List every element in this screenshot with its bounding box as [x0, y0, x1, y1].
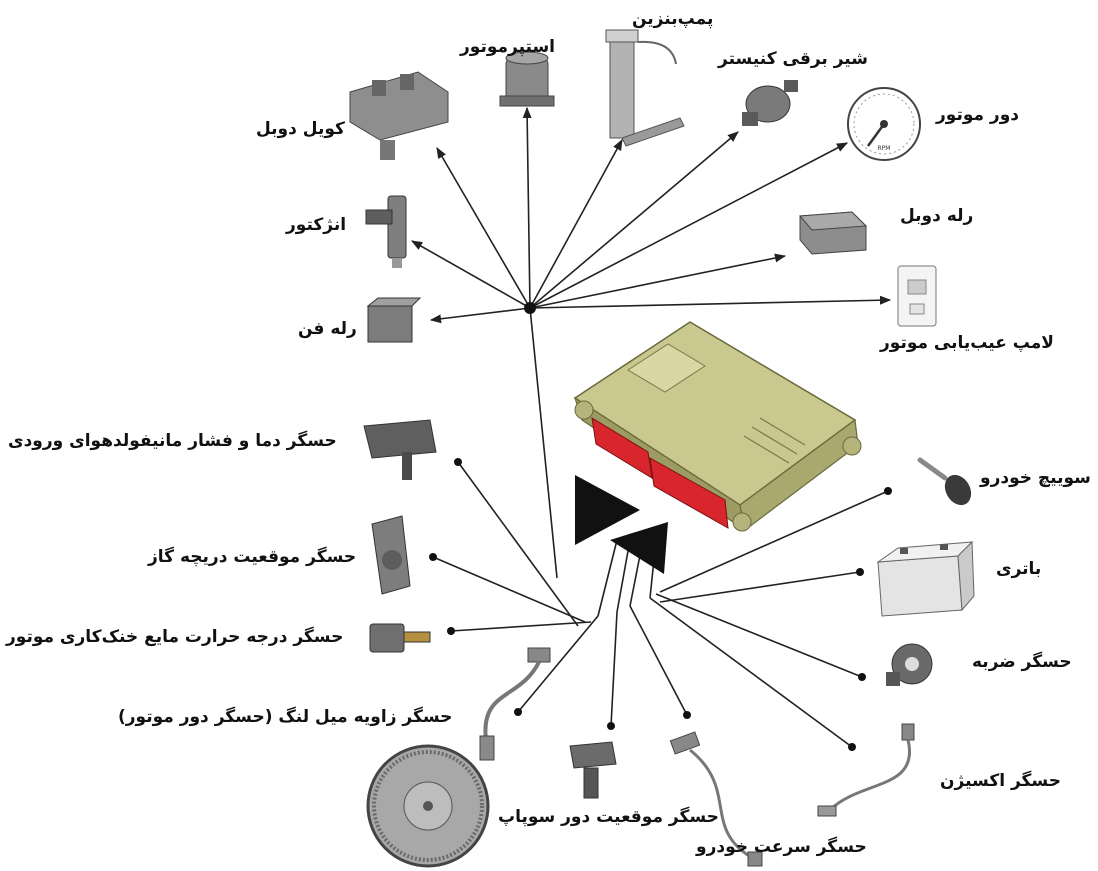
label-stepper-motor: استپرموتور: [460, 37, 556, 57]
ecu-connector-1: [591, 417, 653, 479]
output-wires: [411, 106, 892, 579]
label-engine-rpm: دور موتور: [936, 105, 1020, 125]
label-cam-sensor: حسگر موقعیت دور سوپاپ: [498, 807, 719, 827]
label-map-sensor: حسگر دما و فشار مانیفولدهوای ورودی: [8, 431, 337, 451]
fuel-pump-icon: [605, 29, 685, 147]
wire-throttle-sensor: [432, 556, 586, 623]
crank-sensor-icon: [479, 647, 551, 761]
input-flow-triangle: [610, 522, 668, 574]
label-diag-lamp: لامپ عیب‌یابی موتور: [880, 333, 1054, 353]
wire-ignition-switch: [659, 490, 889, 593]
label-speed-sensor: حسگر سرعت خودرو: [696, 837, 867, 857]
battery-icon: [876, 540, 975, 617]
label-canister-valve: شیر برقی کنیستر: [718, 49, 868, 69]
output-flow-triangle: [575, 475, 640, 545]
input-wires: [432, 461, 889, 748]
wire-speed-sensor: [629, 605, 688, 716]
label-battery: باتری: [996, 559, 1042, 579]
wire-coil-double: [436, 147, 531, 309]
wire-coolant-sensor: [450, 621, 592, 632]
wire-crank-sensor: [517, 615, 599, 713]
output-hub: [524, 302, 536, 314]
oxygen-sensor-icon: [817, 723, 915, 817]
wire-ecu-bus-2: [616, 539, 631, 613]
wire-map-sensor: [457, 461, 579, 627]
throttle-sensor-icon: [371, 515, 411, 595]
label-coolant-sensor: حسگر درجه حرارت مایع خنک‌کاری موتور: [6, 627, 344, 647]
label-coil-double: کویل دوبل: [256, 119, 345, 139]
label-throttle-sensor: حسگر موقعیت دریچه گاز: [148, 547, 357, 567]
label-relay-double: رله دوبل: [900, 206, 974, 226]
label-ignition-switch: سوییچ خودرو: [980, 468, 1091, 488]
relay-double-icon: [798, 211, 868, 255]
label-knock-sensor: حسگر ضربه: [972, 652, 1072, 672]
diag-lamp-icon: [897, 265, 937, 327]
wire-stepper-motor: [522, 106, 532, 309]
map-sensor-icon: [363, 419, 437, 480]
cam-sensor-icon: [569, 741, 617, 799]
wire-fan-relay: [429, 307, 531, 324]
wire-canister-valve: [529, 131, 739, 309]
ignition-key-icon: [917, 457, 972, 506]
flywheel-icon: [366, 744, 490, 868]
fan-relay-icon: [366, 297, 422, 343]
canister-valve-icon: [742, 80, 798, 126]
speed-sensor-icon: [669, 731, 763, 867]
tachometer-dial-text: RPM: [878, 145, 891, 152]
label-injector: انژکتور: [286, 215, 347, 235]
injector-icon: [365, 195, 407, 268]
wire-knock-sensor: [655, 593, 863, 678]
label-oxygen-sensor: حسگر اکسیژن: [940, 771, 1061, 791]
label-crank-sensor: حسگر زاویه میل لنگ (حسگر دور موتور): [118, 707, 453, 727]
coil-double-icon: [349, 71, 449, 160]
tachometer-icon: RPM: [847, 87, 921, 161]
stepper-motor-icon: [499, 51, 555, 107]
wire-engine-rpm: [529, 142, 848, 309]
ecu-unit: [573, 321, 862, 532]
knock-sensor-icon: [886, 643, 933, 686]
coolant-sensor-icon: [369, 623, 431, 653]
label-fuel-pump: پمپ‌بنزین: [632, 9, 714, 29]
ecu-connector-2: [649, 457, 729, 529]
wire-diag-lamp: [529, 295, 892, 309]
wire-ecu-bus-1: [597, 539, 618, 617]
label-fan-relay: رله فن: [298, 319, 357, 339]
wire-oxygen-sensor: [649, 597, 853, 748]
wire-battery: [659, 571, 861, 603]
wire-fuel-pump: [529, 139, 623, 309]
input-wire-dots: [429, 458, 892, 751]
wire-hub-to-ecu: [529, 307, 558, 579]
wire-cam-sensor: [610, 611, 618, 727]
wire-injector: [411, 240, 531, 309]
wire-relay-double: [529, 253, 787, 309]
